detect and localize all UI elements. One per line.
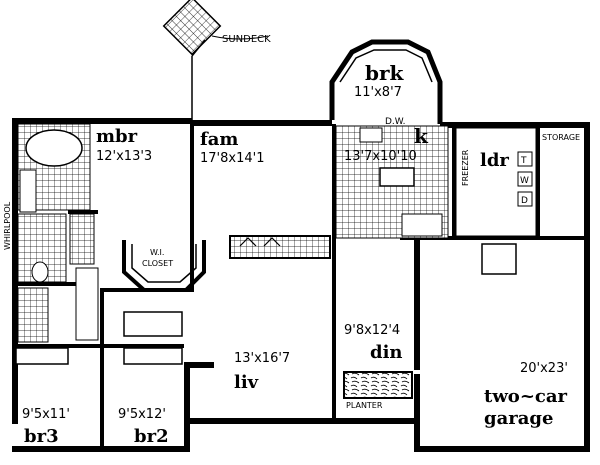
mbr-name: mbr [96,126,138,147]
laundry [455,127,537,237]
br2-size: 9'5x12' [118,407,166,422]
sundeck [162,0,269,120]
dw-label: D.W. [385,117,406,127]
mbr-size: 12'x13'3 [96,149,152,164]
garage-size: 20'x23' [520,361,568,376]
hall-bath [17,261,99,343]
br2-name: br2 [134,426,169,447]
kitchen [335,125,449,239]
liv-name: liv [234,372,259,393]
freezer-label: FREEZER [461,149,470,186]
din-name: din [370,342,403,363]
k-size: 13'7x10'10 [344,149,417,164]
whirlpool-label: WHIRLPOOL [3,201,12,250]
kitchen-island [379,167,415,187]
sink [359,127,383,143]
fam-name: fam [200,129,238,150]
sundeck-stair [162,0,222,56]
garage-steps [481,243,517,275]
br3-name: br3 [24,426,59,447]
ldr-name: ldr [480,150,509,171]
wi-closet-line1: W.I. [150,248,164,257]
brk-name: brk [365,61,405,85]
bedroom-closets [15,311,183,365]
sundeck-leader [211,35,269,40]
fireplace [229,235,331,259]
breakfast-bay [329,39,443,124]
k-name: k [414,124,429,148]
d-label: D [521,196,528,206]
sundeck-edge [191,39,206,120]
w-label: W [520,176,529,186]
fam-size: 17'8x14'1 [200,151,264,166]
master-bath [17,123,95,283]
storage-label: STORAGE [542,133,580,142]
sundeck-label: SUNDECK [222,34,271,45]
wi-closet [122,240,206,292]
br3-size: 9'5x11' [22,407,70,422]
liv-size: 13'x16'7 [234,351,290,366]
planter [343,371,413,399]
garage-name-2: garage [484,408,553,429]
t-label: T [520,156,527,166]
whirlpool-tub [25,129,83,167]
wi-closet-line2: CLOSET [142,259,173,268]
garage-name-1: two~car [484,386,568,407]
brk-size: 11'x8'7 [354,85,402,100]
din-size: 9'8x12'4 [344,323,400,338]
planter-label: PLANTER [346,401,383,410]
exterior-walls [12,118,590,452]
